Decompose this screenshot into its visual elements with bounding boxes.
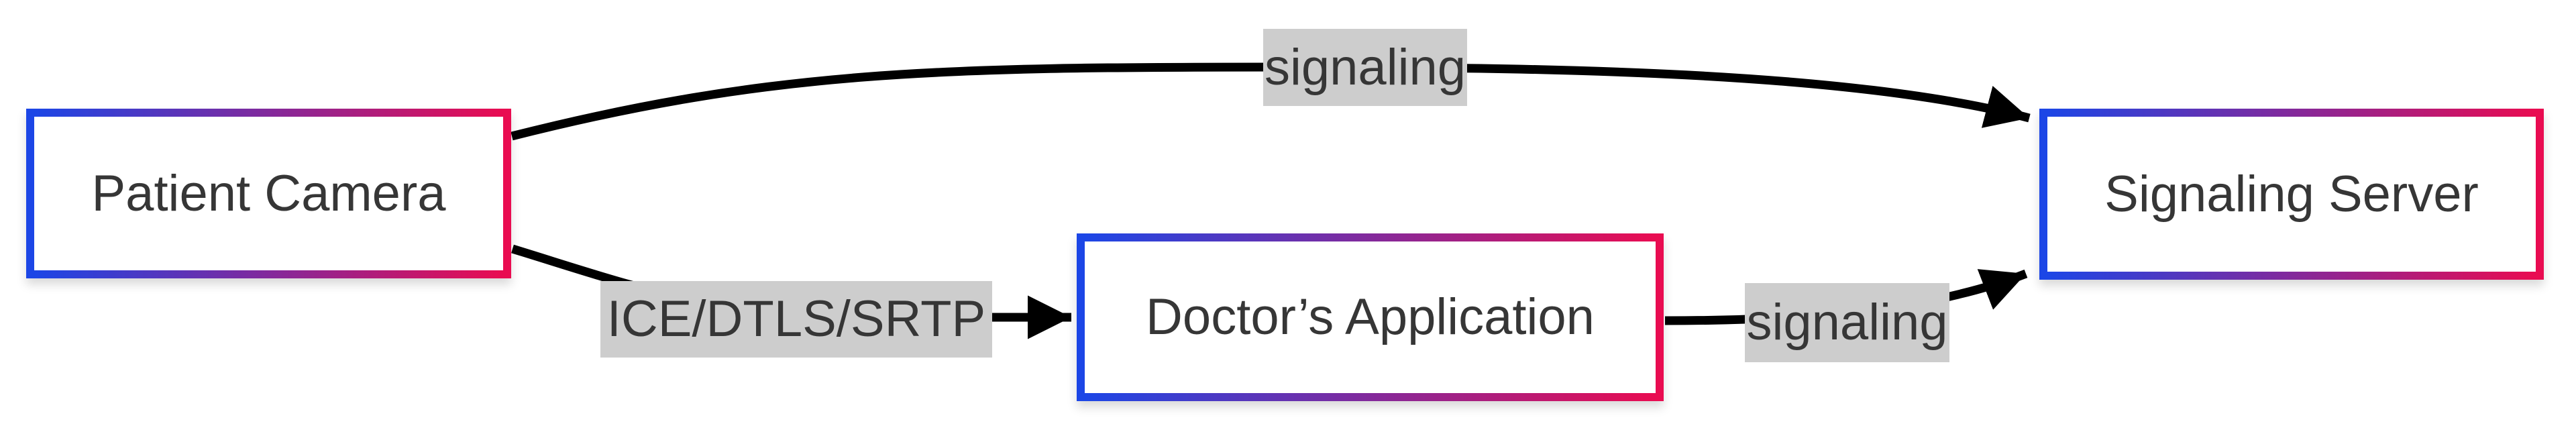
- node-patient-camera: Patient Camera: [26, 109, 511, 278]
- edge-label-signaling-top: signaling: [1263, 29, 1467, 106]
- node-label: Patient Camera: [91, 164, 446, 222]
- edge-label-signaling-bottom: signaling: [1745, 283, 1949, 362]
- node-label: Signaling Server: [2104, 165, 2479, 223]
- node-signaling-server: Signaling Server: [2039, 109, 2544, 280]
- node-label: Doctor’s Application: [1146, 288, 1595, 346]
- node-doctors-application: Doctor’s Application: [1077, 233, 1664, 401]
- edge-label-ice-dtls-srtp: ICE/DTLS/SRTP: [600, 281, 992, 358]
